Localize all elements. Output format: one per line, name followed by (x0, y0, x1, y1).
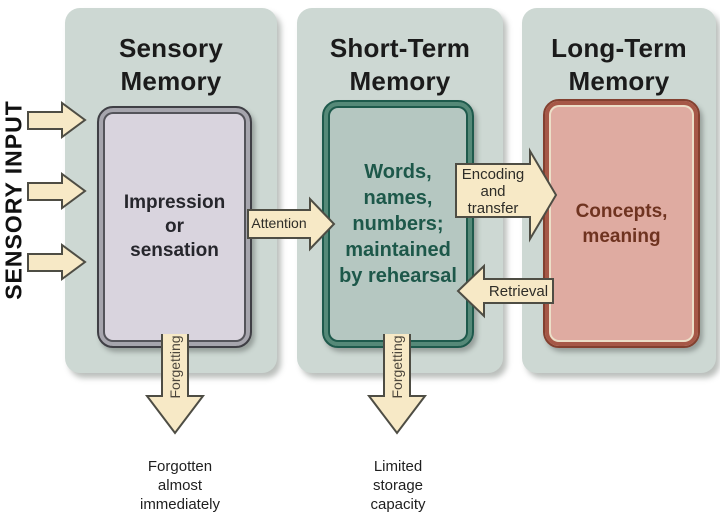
attention-label: Attention (251, 215, 307, 231)
encoding-transfer-arrow-icon (455, 147, 558, 243)
sensory-box-text: Impression or sensation (123, 192, 226, 261)
short-term-memory-box: Words, names, numbers; maintained by reh… (322, 100, 474, 348)
forgetting-arrow-middle-icon (366, 334, 428, 435)
caption-limited-storage-capacity: Limited storage capacity (370, 458, 426, 513)
sensory-input-arrow-1-icon (27, 101, 87, 139)
caption-forgotten-almost-immediately: Forgotten almost immediately (139, 458, 221, 513)
encoding-transfer-label: Encoding and transfer (461, 166, 525, 217)
forgetting-arrow-left-icon (144, 334, 206, 435)
long-term-memory-box: Concepts, meaning (543, 99, 700, 348)
sensory-memory-title: Sensory Memory (118, 33, 223, 96)
long-term-box-text: Concepts, meaning (575, 200, 668, 247)
long-term-memory-title: Long-Term Memory (551, 33, 687, 96)
attention-arrow-icon (247, 196, 336, 252)
short-term-memory-title: Short-Term Memory (329, 33, 471, 96)
retrieval-label: Retrieval (488, 283, 549, 300)
sensory-input-arrow-2-icon (27, 172, 87, 210)
forgetting-middle-label: Forgetting (389, 335, 405, 399)
retrieval-arrow-icon (456, 263, 554, 319)
sensory-input-arrow-3-icon (27, 243, 87, 281)
forgetting-left-label: Forgetting (167, 335, 183, 399)
short-term-box-text: Words, names, numbers; maintained by reh… (339, 161, 457, 287)
